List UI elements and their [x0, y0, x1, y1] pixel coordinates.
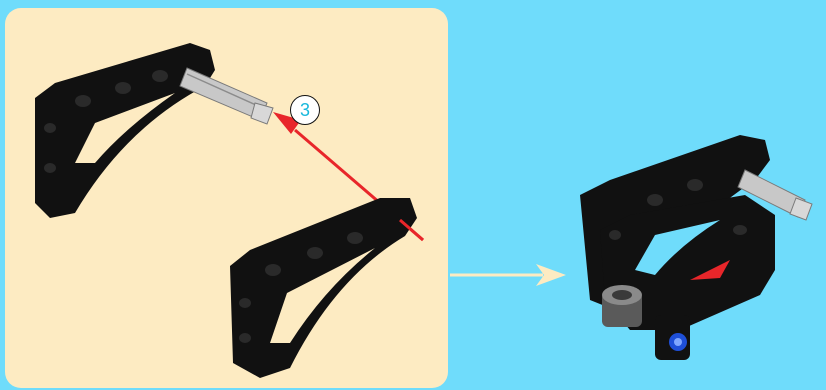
liftarm-bottom-icon — [230, 198, 423, 378]
quantity-badge: 3 — [290, 95, 320, 125]
next-arrow-icon — [448, 260, 568, 290]
instruction-step-panel: 3 — [5, 8, 448, 388]
assembled-result — [560, 120, 826, 390]
axle-icon — [180, 68, 273, 124]
parts-illustration — [5, 8, 448, 388]
assembled-model-icon — [560, 120, 826, 390]
